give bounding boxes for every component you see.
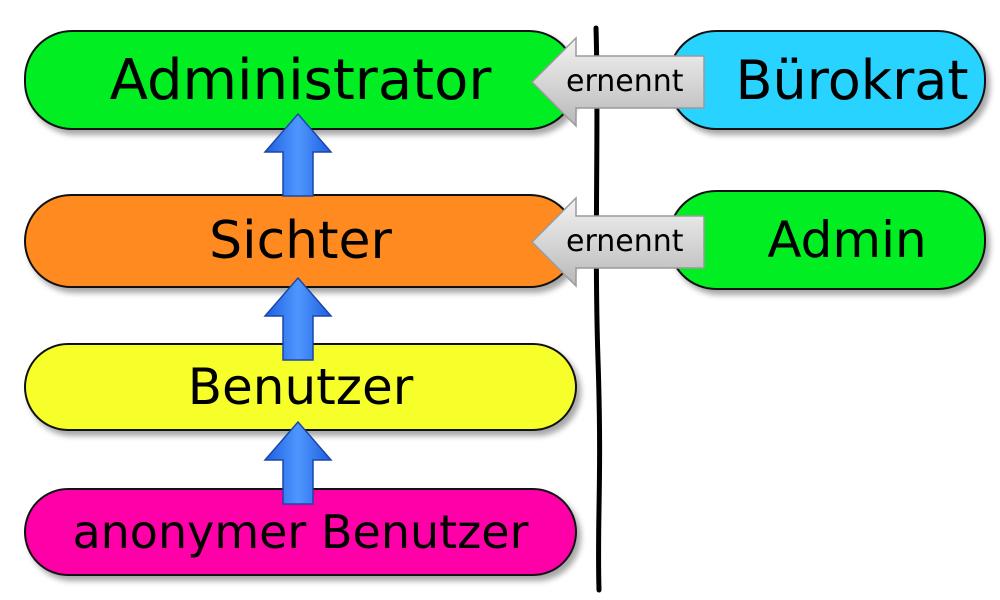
arrow-left-icon bbox=[530, 36, 705, 128]
role-sichter-label: Sichter bbox=[209, 211, 392, 271]
appoints-label: ernennt bbox=[566, 224, 684, 259]
role-anonymer-benutzer-label: anonymer Benutzer bbox=[72, 505, 529, 559]
arrow-left-icon bbox=[530, 196, 705, 288]
role-anonymer-benutzer: anonymer Benutzer bbox=[24, 488, 577, 576]
arrow-up-icon bbox=[263, 420, 333, 505]
role-admin-label: Admin bbox=[767, 211, 927, 269]
arrow-up-icon bbox=[263, 112, 333, 197]
role-buerokrat: Bürokrat bbox=[668, 30, 986, 130]
role-sichter: Sichter bbox=[24, 194, 577, 288]
role-administrator-label: Administrator bbox=[109, 47, 492, 113]
appoints-label: ernennt bbox=[566, 64, 684, 99]
arrow-up-icon bbox=[263, 276, 333, 361]
role-administrator: Administrator bbox=[24, 30, 577, 130]
role-benutzer-label: Benutzer bbox=[187, 358, 414, 416]
vertical-divider bbox=[593, 25, 603, 593]
role-buerokrat-label: Bürokrat bbox=[735, 48, 969, 112]
role-admin: Admin bbox=[668, 190, 986, 290]
